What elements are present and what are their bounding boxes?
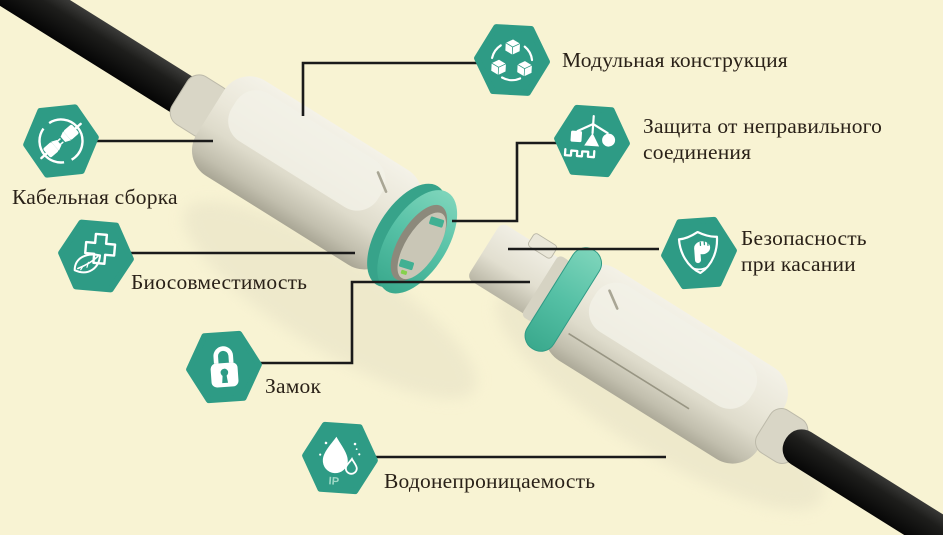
biocompatibility-icon <box>73 232 117 274</box>
leader-line-lock <box>260 280 530 365</box>
latch-tab <box>528 233 558 259</box>
biocompatibility-badge <box>58 219 134 293</box>
male-connector-assembly <box>469 224 943 535</box>
cable-assembly-badge <box>23 104 99 178</box>
female-connector-plateau <box>228 90 386 211</box>
modular-design-icon <box>490 38 534 82</box>
right-chevron-mark <box>608 289 619 310</box>
right-cable <box>782 429 943 535</box>
feature-label-waterproof: Водонепроницаемость <box>384 469 596 493</box>
cable-assembly-icon <box>38 118 84 164</box>
left-chevron-mark <box>376 171 388 193</box>
hexagon-shape <box>23 104 99 178</box>
keyed-connection-icon <box>563 114 616 159</box>
leader-line-keying <box>452 141 560 223</box>
keyed-connection-badge <box>554 104 630 178</box>
male-tip-step <box>522 256 570 322</box>
hexagon-shape <box>58 219 134 293</box>
waterproof-icon: IP <box>319 436 361 488</box>
male-connector-plateau <box>588 282 758 409</box>
lock-icon <box>210 346 239 388</box>
feature-label-modular: Модульная конструкция <box>562 48 788 72</box>
male-band <box>524 247 603 352</box>
body-seam-line <box>568 332 690 410</box>
leader-lines <box>94 61 666 459</box>
feature-label-touch-safety: Безопасность при касании <box>741 226 867 276</box>
keying-tab-top <box>429 216 445 228</box>
keying-tab-bottom <box>399 259 415 271</box>
female-connector-assembly <box>0 0 458 294</box>
waterproof-badge: IP <box>302 421 378 495</box>
touch-safety-badge <box>661 216 737 290</box>
keying-dot <box>400 269 408 275</box>
ip-rating-text: IP <box>328 475 339 488</box>
left-cable <box>0 0 208 119</box>
hexagon-shape <box>474 24 550 96</box>
left-connector-shadow <box>183 201 477 399</box>
feature-label-cable-assembly: Кабельная сборка <box>12 185 178 209</box>
modular-design-badge <box>474 24 550 96</box>
feature-label-keying: Защита от неправильного соединения <box>643 114 883 164</box>
feature-label-lock: Замок <box>265 374 322 398</box>
lock-badge <box>186 330 262 404</box>
touch-safety-icon <box>677 230 719 275</box>
leader-line-modular <box>301 61 481 116</box>
feature-label-biocompatibility: Биосовместимость <box>131 270 308 294</box>
